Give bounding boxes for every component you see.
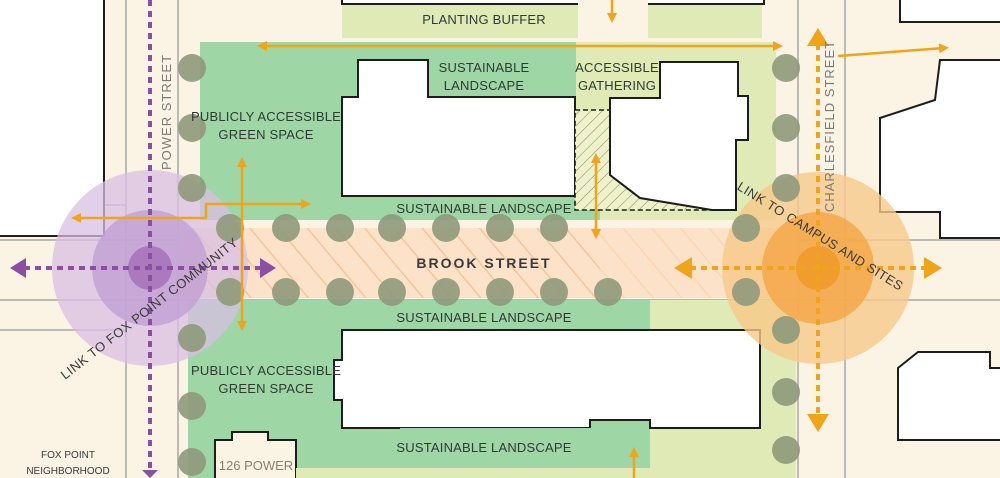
top-building-edge [341,0,765,5]
sustainable-landscape-top-label-line2: LANDSCAPE [444,78,525,93]
sustainable-landscape-south-label: SUSTAINABLE LANDSCAPE [396,310,571,325]
building-126-power-label: 126 POWER [219,458,293,473]
fox-point-neighborhood-label-line2: NEIGHBORHOOD [26,466,109,477]
tree-icon [326,214,354,242]
tree-icon [326,278,354,306]
circulation-arrows [71,0,949,478]
tree-icon [178,324,206,352]
tree-icon [178,392,206,420]
south-green-under [400,428,622,468]
arrow-icon [807,28,829,46]
arrow-icon [807,414,829,432]
tree-icon [216,278,244,306]
tree-icon [772,174,800,202]
accessible-gathering-label-line1: ACCESSIBLE [575,60,659,75]
campus-link-arrows [690,44,928,418]
neighbor-building-right-mid [879,59,1000,239]
tree-icon [540,214,568,242]
green-space-south-label-line2: GREEN SPACE [218,381,313,396]
sustainable-landscape-top-label-line1: SUSTAINABLE [439,60,530,75]
green-space-north-label-line2: GREEN SPACE [218,127,313,142]
tree-icon [772,378,800,406]
tree-icon [378,214,406,242]
tree-icon [486,278,514,306]
fox-point-link-arrows [24,0,262,470]
tree-icon [432,214,460,242]
tree-icon [178,114,206,142]
north-building-east [609,61,749,211]
south-building-main [333,329,761,429]
tree-icon [772,54,800,82]
tree-icon [540,278,568,306]
building-126-power [214,431,297,478]
arrow-icon [924,257,942,279]
tree-icon [272,214,300,242]
arrow-icon [10,258,26,278]
tree-icon [378,278,406,306]
charlesfield-street-label: CHARLESFIELD STREET [822,40,837,212]
tree-icon [178,54,206,82]
tree-icon [732,214,760,242]
tree-icon [178,448,206,476]
tree-icon [178,174,206,202]
sustainable-landscape-north-label: SUSTAINABLE LANDSCAPE [396,201,571,216]
tree-icon [432,278,460,306]
green-space-south-label-line1: PUBLICLY ACCESSIBLE [191,363,341,378]
bottom-strip [296,468,796,478]
arrow-icon [260,258,276,278]
fox-point-neighborhood-label-line1: FOX POINT [41,450,95,461]
green-space-north-label-line1: PUBLICLY ACCESSIBLE [191,109,341,124]
tree-icon [594,278,622,306]
arrow-icon [674,257,692,279]
tree-icon [486,214,514,242]
brook-street-label: BROOK STREET [416,255,551,271]
tree-icon [732,278,760,306]
accessible-gathering-label-line2: GATHERING [578,78,656,93]
neighbor-building-right-top [899,0,1000,23]
sustainable-landscape-bottom-label: SUSTAINABLE LANDSCAPE [396,440,571,455]
top-green-strip [342,0,762,38]
power-street-label: POWER STREET [159,54,174,170]
tree-icon [772,316,800,344]
tree-icon [272,278,300,306]
arrow-icon [142,470,158,478]
neighbor-building-right-low [897,351,1000,441]
tree-icon [772,114,800,142]
tree-icon [772,436,800,464]
planting-buffer-label: PLANTING BUFFER [422,12,546,27]
